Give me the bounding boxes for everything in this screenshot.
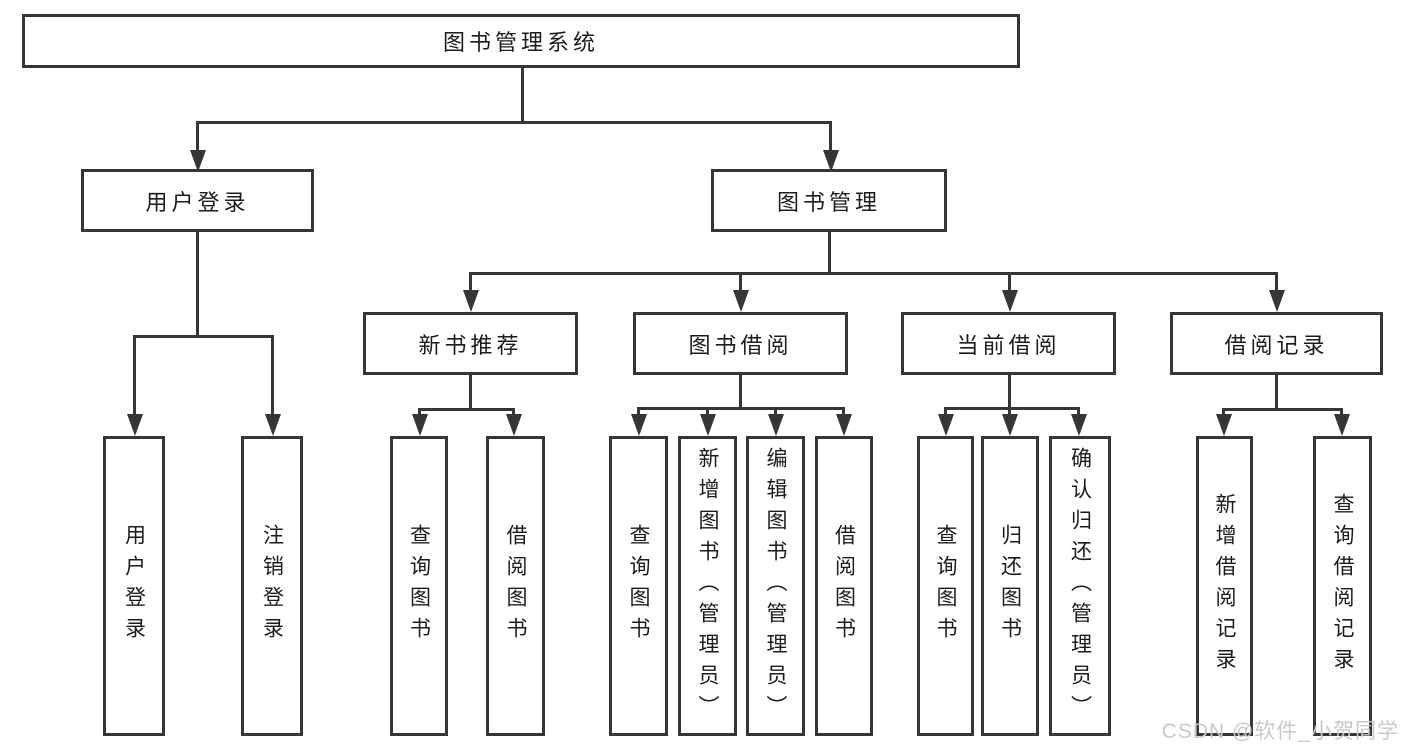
edge-to-bw-edit xyxy=(774,407,777,417)
arrowhead-borrowing xyxy=(733,290,749,312)
leaf-cu-return-label: 归还图书 xyxy=(998,524,1022,648)
leaf-rc-query-label: 查询借阅记录 xyxy=(1331,493,1354,679)
leaf-rc-add-label: 新增借阅记录 xyxy=(1213,493,1236,679)
arrowhead-rc-add xyxy=(1216,414,1232,436)
edge-new-books-bus xyxy=(418,408,515,411)
arrowhead-nb-query xyxy=(412,414,428,436)
edge-to-borrowing xyxy=(739,272,742,294)
edge-borrowing-bus xyxy=(637,407,845,410)
edge-book-mgmt-bus xyxy=(469,272,1278,275)
leaf-bw-add: 新增图书（管理员） xyxy=(678,436,737,736)
edge-new-books-stem xyxy=(469,375,472,411)
leaf-bw-borrow: 借阅图书 xyxy=(815,436,873,736)
leaf-logout-label: 注销登录 xyxy=(260,524,284,648)
leaf-nb-borrow: 借阅图书 xyxy=(486,436,545,736)
arrowhead-user-login xyxy=(190,150,206,172)
leaf-nb-query-label: 查询图书 xyxy=(407,524,431,648)
leaf-bw-edit-label: 编辑图书（管理员） xyxy=(764,446,787,726)
edge-to-cu-confirm xyxy=(1077,407,1080,417)
leaf-cu-return: 归还图书 xyxy=(981,436,1039,736)
arrowhead-records xyxy=(1269,290,1285,312)
node-borrowing: 图书借阅 xyxy=(633,312,848,375)
edge-to-rc-add xyxy=(1222,408,1225,417)
leaf-bw-add-label: 新增图书（管理员） xyxy=(696,446,719,726)
leaf-cu-query-label: 查询图书 xyxy=(934,524,957,648)
leaf-login: 用户登录 xyxy=(103,436,165,736)
edge-to-bw-borrow xyxy=(842,407,845,417)
edge-to-user-login xyxy=(196,121,199,153)
arrowhead-bw-add xyxy=(700,414,716,436)
edge-root-bus xyxy=(196,121,832,124)
edge-to-logout xyxy=(271,335,274,417)
node-current-label: 当前借阅 xyxy=(956,332,1061,358)
arrowhead-bw-edit xyxy=(768,414,784,436)
edge-to-new-books xyxy=(469,272,472,294)
leaf-bw-edit: 编辑图书（管理员） xyxy=(746,436,805,736)
edge-to-rc-query xyxy=(1340,408,1343,417)
node-records-label: 借阅记录 xyxy=(1224,332,1329,358)
node-new-books-label: 新书推荐 xyxy=(418,332,523,358)
edge-to-bw-query xyxy=(637,407,640,417)
arrowhead-cu-return xyxy=(1002,414,1018,436)
edge-current-bus xyxy=(944,407,1080,410)
arrowhead-logout xyxy=(265,414,281,436)
arrowhead-nb-borrow xyxy=(506,414,522,436)
edge-to-current xyxy=(1008,272,1011,294)
edge-records-bus xyxy=(1222,408,1342,411)
edge-root-stem xyxy=(521,68,524,123)
leaf-cu-query: 查询图书 xyxy=(917,436,974,736)
arrowhead-cu-query xyxy=(938,414,954,436)
leaf-bw-borrow-label: 借阅图书 xyxy=(832,524,856,648)
leaf-rc-add: 新增借阅记录 xyxy=(1196,436,1253,736)
edge-to-cu-query xyxy=(944,407,947,417)
node-current: 当前借阅 xyxy=(901,312,1116,375)
node-new-books: 新书推荐 xyxy=(363,312,578,375)
edge-book-mgmt-stem xyxy=(828,232,831,275)
leaf-login-label: 用户登录 xyxy=(122,524,146,648)
edge-to-records xyxy=(1275,272,1278,294)
leaf-rc-query: 查询借阅记录 xyxy=(1313,436,1372,736)
leaf-logout: 注销登录 xyxy=(241,436,303,736)
node-user-login: 用户登录 xyxy=(81,169,314,232)
arrowhead-current xyxy=(1002,290,1018,312)
arrowhead-rc-query xyxy=(1334,414,1350,436)
edge-current-stem xyxy=(1008,375,1011,410)
arrowhead-cu-confirm xyxy=(1071,414,1087,436)
csdn-watermark: CSDN @软件_小贺同学 xyxy=(1161,720,1399,743)
arrowhead-login xyxy=(127,414,143,436)
leaf-cu-confirm-label: 确认归还（管理员） xyxy=(1068,446,1092,726)
node-root-label: 图书管理系统 xyxy=(442,30,599,55)
node-borrowing-label: 图书借阅 xyxy=(688,332,793,358)
edge-borrowing-stem xyxy=(739,375,742,410)
arrowhead-bw-query xyxy=(631,414,647,436)
edge-to-nb-borrow xyxy=(512,408,515,417)
leaf-bw-query: 查询图书 xyxy=(609,436,668,736)
edge-to-login xyxy=(133,335,136,417)
arrowhead-book-mgmt xyxy=(823,150,839,172)
leaf-nb-query: 查询图书 xyxy=(390,436,448,736)
arrowhead-new-books xyxy=(463,290,479,312)
leaf-nb-borrow-label: 借阅图书 xyxy=(504,524,527,648)
edge-user-login-bus xyxy=(133,335,274,338)
edge-to-bw-add xyxy=(706,407,709,417)
node-book-mgmt-label: 图书管理 xyxy=(776,189,881,215)
edge-to-book-mgmt xyxy=(829,121,832,153)
node-root: 图书管理系统 xyxy=(22,14,1020,68)
node-records: 借阅记录 xyxy=(1170,312,1383,375)
node-book-mgmt: 图书管理 xyxy=(711,169,947,232)
node-user-login-label: 用户登录 xyxy=(145,189,250,215)
edge-user-login-stem xyxy=(196,232,199,338)
edge-records-stem xyxy=(1275,375,1278,411)
edge-to-nb-query xyxy=(418,408,421,417)
arrowhead-bw-borrow xyxy=(836,414,852,436)
edge-to-cu-return xyxy=(1008,407,1011,417)
leaf-bw-query-label: 查询图书 xyxy=(627,524,650,648)
leaf-cu-confirm: 确认归还（管理员） xyxy=(1049,436,1111,736)
